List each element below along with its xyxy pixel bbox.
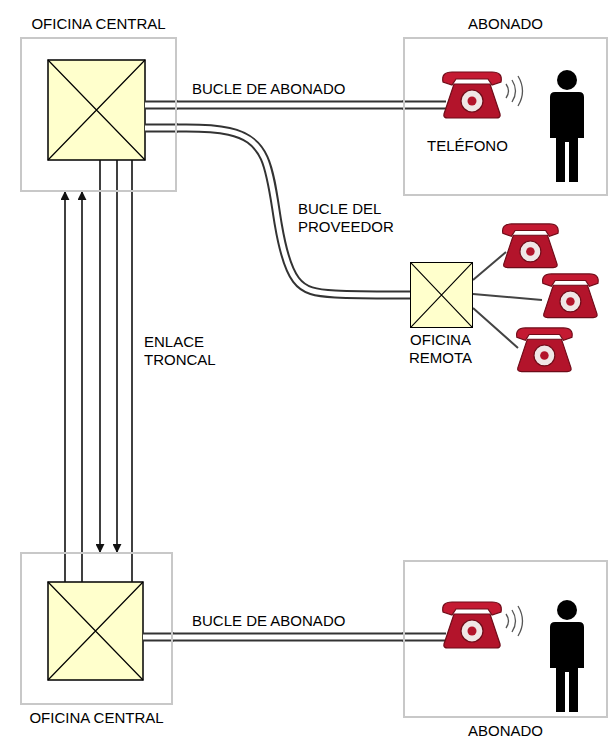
office-frame: ABONADOTELÉFONO — [403, 37, 608, 196]
switch-box: OFICINA REMOTA — [410, 262, 473, 328]
trunk-wire — [100, 160, 132, 192]
trunk-wire — [131, 192, 133, 552]
subscriber-loop — [177, 105, 403, 106]
loop-wire — [402, 101, 446, 110]
person-figure — [550, 600, 584, 712]
text-holder: TELÉFONO — [427, 137, 508, 155]
office-label: OFICINA CENTRAL — [29, 709, 163, 727]
text-holder: ABONADO — [468, 15, 543, 33]
link-label: ENLACE TRONCAL — [142, 333, 246, 369]
trunk-link — [65, 192, 132, 552]
switch-box — [48, 582, 143, 680]
switch-cross — [411, 263, 472, 327]
ring-waves — [506, 606, 523, 636]
office-frame: ABONADO — [403, 560, 608, 718]
label-holder: BUCLE DEL PROVEEDOR — [296, 200, 410, 236]
label-holder: BUCLE DE ABONADO — [190, 80, 347, 98]
loop-wire — [145, 103, 178, 108]
loop-wire — [143, 633, 174, 642]
switch-cross — [48, 60, 145, 160]
loop-wire — [402, 103, 446, 108]
loop-wire-gap — [177, 103, 403, 108]
text-holder: OFICINA CENTRAL — [31, 15, 165, 33]
text-holder: ABONADO — [468, 722, 543, 740]
loop-wire-gap — [173, 635, 403, 640]
telephone-icon — [443, 602, 502, 648]
office-label: OFICINA CENTRAL — [31, 15, 165, 33]
label-holder: BUCLE DE ABONADO — [190, 612, 347, 630]
loop-wire — [145, 101, 178, 110]
device-label: TELÉFONO — [427, 137, 508, 155]
trunk-wire — [81, 192, 83, 552]
telephone-icon — [543, 274, 599, 318]
trunk-wire — [99, 192, 101, 552]
text-holder: OFICINA CENTRAL — [29, 709, 163, 727]
loop-wire — [177, 101, 403, 110]
switch-cross-lines — [411, 263, 472, 327]
person-figure — [550, 70, 584, 182]
text-holder: OFICINA REMOTA — [396, 331, 486, 367]
office-label: OFICINA REMOTA — [396, 331, 486, 367]
subscriber-loop — [177, 128, 410, 295]
telephone-icon — [517, 328, 573, 372]
link-label: BUCLE DE ABONADO — [190, 80, 347, 98]
loop-wire — [143, 635, 174, 640]
loop-wire — [402, 635, 446, 640]
telephone-icon — [503, 224, 559, 268]
telephone-icon — [443, 72, 502, 118]
office-frame: OFICINA CENTRAL — [20, 37, 177, 192]
trunk-wire — [65, 552, 132, 582]
switch-box — [48, 60, 145, 160]
label-holder: ENLACE TRONCAL — [142, 333, 246, 369]
link-label: BUCLE DE ABONADO — [190, 612, 347, 630]
loop-wire — [173, 633, 403, 642]
trunk-wire — [116, 192, 118, 552]
switch-cross — [48, 582, 143, 680]
loop-wire — [145, 126, 178, 131]
loop-wire — [402, 633, 446, 642]
office-label: ABONADO — [468, 722, 543, 740]
office-label: ABONADO — [468, 15, 543, 33]
loop-wire — [145, 124, 178, 133]
subscriber-loop — [173, 637, 403, 638]
office-frame: OFICINA CENTRAL — [20, 552, 173, 705]
ring-waves — [506, 76, 523, 106]
loop-wire-gap — [177, 128, 410, 295]
link-label: BUCLE DEL PROVEEDOR — [296, 200, 410, 236]
loop-wire — [177, 128, 410, 295]
trunk-wire — [64, 192, 66, 552]
